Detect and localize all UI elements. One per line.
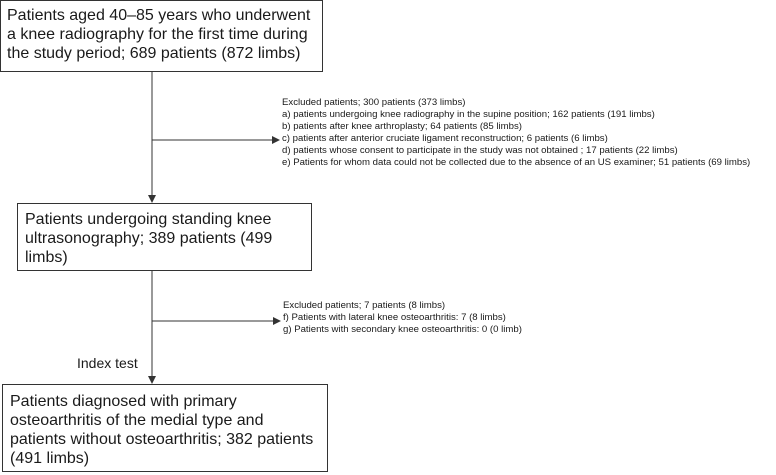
index-test-label: Index test: [77, 355, 138, 371]
exclusions-1-title: Excluded patients; 300 patients (373 lim…: [282, 97, 466, 108]
exclusion-item-a: a) patients undergoing knee radiography …: [282, 109, 655, 120]
exclusion-item-d: d) patients whose consent to participate…: [282, 145, 678, 156]
exclusion-item-f: f) Patients with lateral knee osteoarthr…: [283, 312, 506, 323]
diagnosed-patients-text: Patients diagnosed with primary osteoart…: [10, 393, 314, 467]
ultrasonography-patients-box: Patients undergoing standing knee ultras…: [17, 203, 312, 271]
exclusion-item-b: b) patients after knee arthroplasty; 64 …: [282, 121, 522, 132]
exclusions-1-block: Excluded patients; 300 patients (373 lim…: [282, 97, 750, 169]
exclusion-item-g: g) Patients with secondary knee osteoart…: [283, 324, 522, 335]
exclusion-item-e: e) Patients for whom data could not be c…: [282, 157, 751, 168]
exclusion-item-c: c) patients after anterior cruciate liga…: [282, 133, 608, 144]
enrolled-patients-text: Patients aged 40–85 years who underwent …: [7, 7, 311, 62]
enrolled-patients-box: Patients aged 40–85 years who underwent …: [0, 0, 323, 72]
exclusions-2-title: Excluded patients; 7 patients (8 limbs): [283, 300, 446, 311]
ultrasonography-patients-text: Patients undergoing standing knee ultras…: [25, 211, 273, 266]
diagnosed-patients-box: Patients diagnosed with primary osteoart…: [2, 384, 328, 472]
exclusions-2-block: Excluded patients; 7 patients (8 limbs) …: [283, 300, 522, 336]
